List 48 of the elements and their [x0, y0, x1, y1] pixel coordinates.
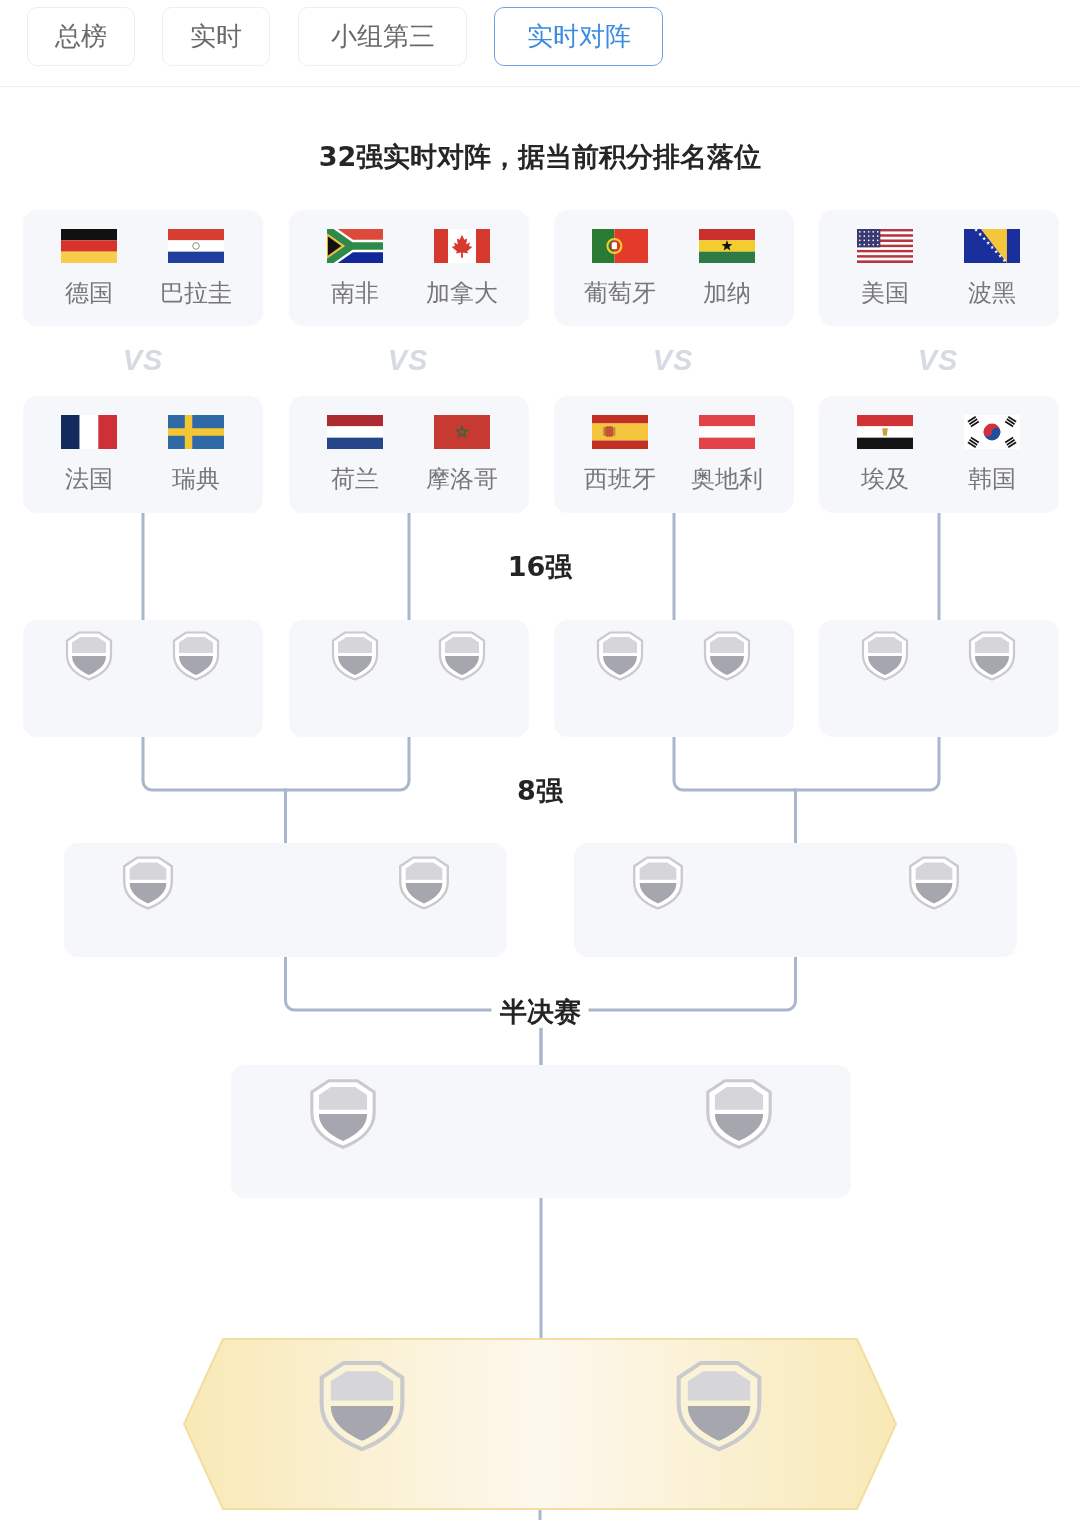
- match-card: [554, 210, 794, 326]
- match-card: [554, 396, 794, 513]
- tab: 总榜: [27, 7, 135, 66]
- connector-line: [672, 513, 676, 620]
- match-card: [819, 210, 1059, 326]
- team-name: 德国: [65, 278, 113, 309]
- page-title: 32强实时对阵，据当前积分排名落位: [318, 140, 762, 174]
- connector-line: [284, 737, 411, 843]
- match-card: [23, 620, 263, 737]
- team-name: 巴拉圭: [160, 278, 232, 309]
- team-name: 葡萄牙: [584, 278, 656, 309]
- match-card: [64, 843, 507, 957]
- match-card: [819, 396, 1059, 513]
- match-card: [819, 620, 1059, 737]
- team-name: 加拿大: [426, 278, 498, 309]
- selected-tab: 实时对阵: [494, 7, 663, 66]
- match-card: [289, 620, 529, 737]
- team-name: 韩国: [968, 464, 1016, 495]
- tab: 小组第三: [298, 7, 467, 66]
- match-card: [289, 396, 529, 513]
- match-card: [23, 396, 263, 513]
- team-name: 波黑: [968, 278, 1016, 309]
- connector-line: [937, 513, 941, 620]
- final-match-panel: [183, 1338, 897, 1510]
- team-name: 法国: [65, 464, 113, 495]
- connector-line: [141, 513, 145, 620]
- match-card: [231, 1065, 851, 1198]
- team-name: 南非: [331, 278, 379, 309]
- match-card: [554, 620, 794, 737]
- team-name: 摩洛哥: [426, 464, 498, 495]
- tab: 实时: [162, 7, 270, 66]
- team-name: 瑞典: [172, 464, 220, 495]
- round-label: 半决赛: [491, 995, 589, 1029]
- team-name: 荷兰: [331, 464, 379, 495]
- team-name: 埃及: [861, 464, 909, 495]
- round-label: 16强: [507, 550, 573, 584]
- match-card: [289, 210, 529, 326]
- match-card: [23, 210, 263, 326]
- connector-line: [538, 1510, 542, 1520]
- connector-line: [539, 1198, 543, 1338]
- team-name: 加纳: [703, 278, 751, 309]
- team-name: 西班牙: [584, 464, 656, 495]
- team-name: 奥地利: [691, 464, 763, 495]
- connector-line: [794, 737, 941, 843]
- round-label: 8强: [517, 774, 563, 808]
- team-name: 美国: [861, 278, 909, 309]
- connector-line: [407, 513, 411, 620]
- match-card: [574, 843, 1017, 957]
